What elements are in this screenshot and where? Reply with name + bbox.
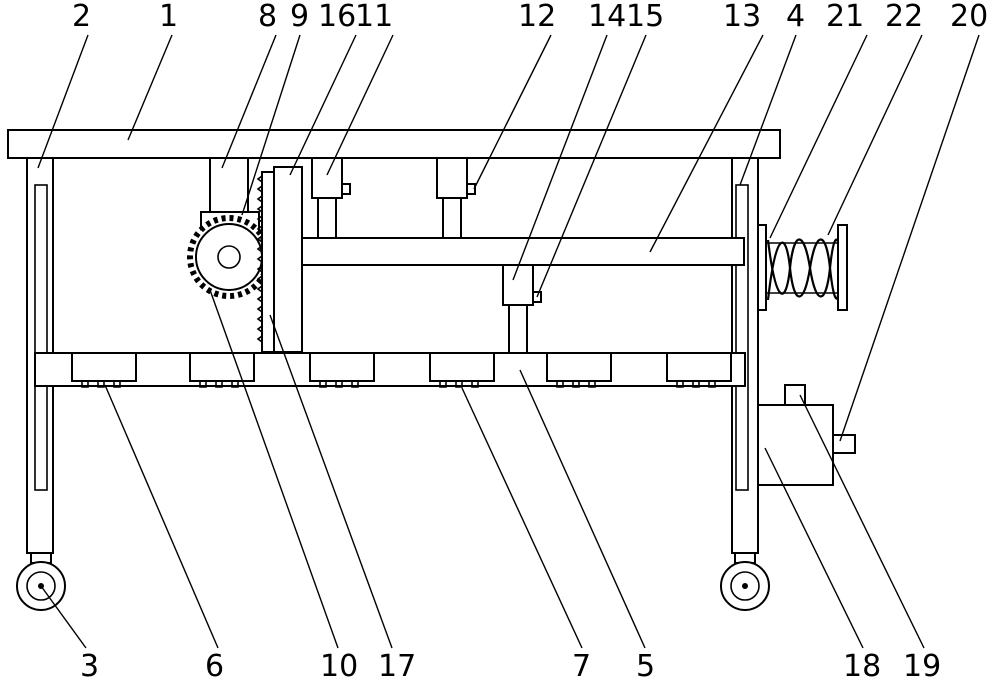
motor-mount — [209, 157, 249, 214]
slide-plate — [273, 166, 303, 353]
label-3: 3 — [80, 649, 99, 684]
label-1: 1 — [159, 0, 178, 34]
label-20: 20 — [950, 0, 988, 34]
label-5: 5 — [636, 649, 655, 684]
cylinder-12 — [436, 157, 476, 239]
lower-crossbar — [34, 352, 746, 387]
label-7: 7 — [572, 649, 591, 684]
label-21: 21 — [826, 0, 864, 34]
label-4: 4 — [786, 0, 805, 34]
right-caster-wheel — [720, 561, 770, 611]
cylinder-11 — [311, 157, 351, 239]
label-14: 14 — [588, 0, 626, 34]
box-knob — [784, 384, 806, 406]
label-16: 16 — [318, 0, 356, 34]
gear — [187, 215, 271, 299]
clamp-block — [189, 352, 255, 388]
label-17: 17 — [378, 649, 416, 684]
label-15: 15 — [626, 0, 664, 34]
label-22: 22 — [885, 0, 923, 34]
motor-box — [757, 404, 834, 486]
label-9: 9 — [290, 0, 309, 34]
clamp-block — [429, 352, 495, 388]
spring-assembly — [757, 224, 848, 311]
horizontal-beam — [301, 237, 745, 266]
clamp-block — [546, 352, 612, 388]
leader-lines — [37, 34, 980, 649]
label-6: 6 — [205, 649, 224, 684]
top-plate — [7, 129, 781, 159]
label-8: 8 — [258, 0, 277, 34]
label-19: 19 — [903, 649, 941, 684]
box-port — [832, 434, 856, 454]
label-11: 11 — [355, 0, 393, 34]
label-13: 13 — [723, 0, 761, 34]
label-10: 10 — [320, 649, 358, 684]
clamp-block — [666, 352, 732, 388]
clamp-block — [71, 352, 137, 388]
label-12: 12 — [518, 0, 556, 34]
label-2: 2 — [72, 0, 91, 34]
label-18: 18 — [843, 649, 881, 684]
cylinder-14 — [502, 264, 542, 354]
clamp-block — [309, 352, 375, 388]
